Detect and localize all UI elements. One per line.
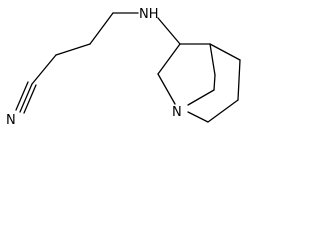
- bond-ring-c5-to-c6: [237, 59, 241, 101]
- bond-ring-c7-to-n: [187, 111, 209, 123]
- bond-c3-to-c4: [89, 12, 114, 45]
- bond-nitrile-c-to-c2: [31, 54, 57, 85]
- bond-ring-c2-to-n: [157, 73, 176, 105]
- atom-label-nitrile-n: N: [6, 113, 16, 128]
- bond-ring-c9-to-n: [187, 89, 215, 106]
- bond-ring-c8-to-c9: [213, 74, 216, 91]
- bond-ring-c6-to-c7: [207, 99, 239, 123]
- atom-label-ring-n: N: [172, 105, 182, 120]
- structure-diagram: NH N N: [6, 7, 241, 128]
- bond-ring-c3-to-c2: [157, 43, 181, 75]
- atom-label-nh: NH: [139, 7, 159, 22]
- bond-nh-to-ring: [157, 17, 181, 45]
- bond-ring-bridgehead-to-c8: [209, 43, 216, 76]
- nitrile-triple-bond: [15, 81, 37, 114]
- bond-c2-to-c3: [55, 43, 91, 56]
- bond-ring-bridgehead-to-c5: [209, 43, 241, 61]
